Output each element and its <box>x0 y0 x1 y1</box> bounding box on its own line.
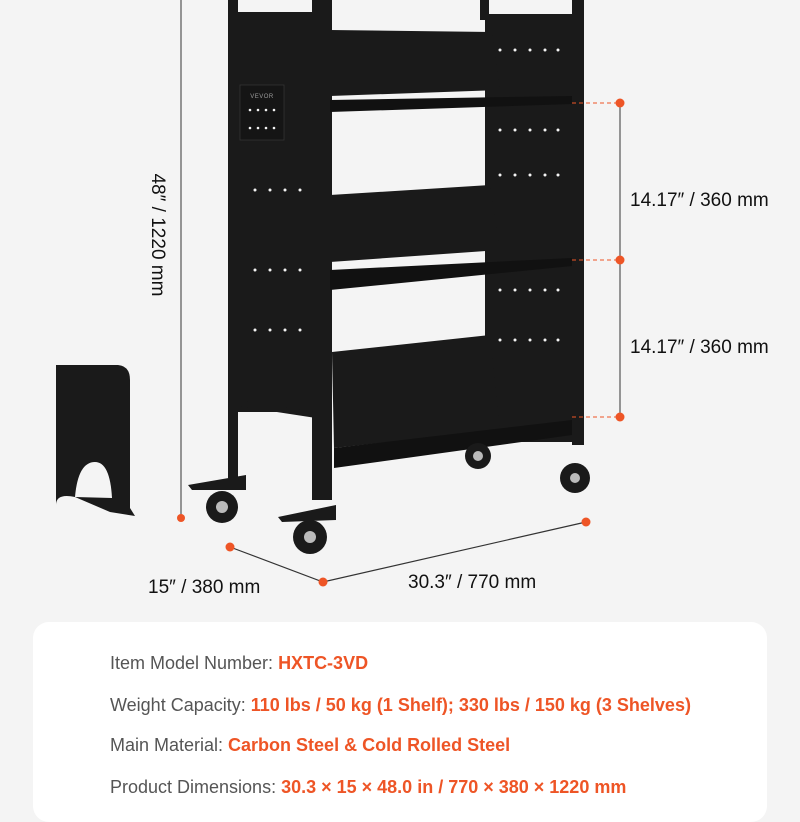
spec-label: Product Dimensions: <box>110 777 282 797</box>
spec-main-material: Main Material: Carbon Steel & Cold Rolle… <box>110 735 510 756</box>
dimension-lines <box>177 0 625 587</box>
spec-label: Main Material: <box>110 735 229 755</box>
spec-value: 110 lbs / 50 kg (1 Shelf); 330 lbs / 150… <box>250 695 691 715</box>
depth-dimension-label: 15″ / 380 mm <box>148 577 261 598</box>
shelf-gap-lower-label: 14.17″ / 360 mm <box>630 337 769 358</box>
spec-weight-capacity: Weight Capacity: 110 lbs / 50 kg (1 Shel… <box>110 695 691 716</box>
book-cart-image <box>188 0 590 554</box>
bookend-image <box>56 365 135 516</box>
specifications-card: Item Model Number: HXTC-3VD Weight Capac… <box>33 622 767 822</box>
shelf-gap-upper-label: 14.17″ / 360 mm <box>630 190 769 211</box>
caster-wheels <box>188 443 590 554</box>
spec-value: HXTC-3VD <box>278 653 369 673</box>
spec-label: Item Model Number: <box>110 653 279 673</box>
spec-value: 30.3 × 15 × 48.0 in / 770 × 380 × 1220 m… <box>281 777 627 797</box>
width-dimension-label: 30.3″ / 770 mm <box>408 572 537 593</box>
spec-label: Weight Capacity: <box>110 695 251 715</box>
spec-value: Carbon Steel & Cold Rolled Steel <box>228 735 511 755</box>
product-illustration <box>56 0 625 587</box>
brand-logo-text: VEVOR <box>250 94 274 100</box>
spec-product-dimensions: Product Dimensions: 30.3 × 15 × 48.0 in … <box>110 777 626 798</box>
height-dimension-label: 48″ / 1220 mm <box>147 173 168 297</box>
spec-model-number: Item Model Number: HXTC-3VD <box>110 653 368 674</box>
